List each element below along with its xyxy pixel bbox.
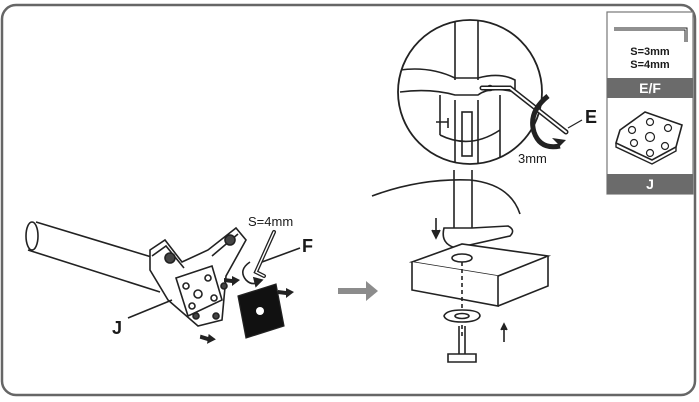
hex-key-size-2: S=4mm <box>630 59 670 71</box>
arm-key-size: S=4mm <box>248 214 293 229</box>
plate-label-bar <box>607 174 693 194</box>
diagram-frame <box>0 3 697 397</box>
arm-bracket-assembly <box>25 221 301 327</box>
rotation-arrow-icon <box>530 94 561 150</box>
hex-key-label-bar <box>607 78 693 98</box>
label-e: E <box>585 107 597 127</box>
step-arrow-icon <box>338 281 378 301</box>
push-arrows <box>199 276 294 344</box>
parts-panel: S=3mm S=4mm E/F J <box>606 11 694 195</box>
mounting-plate-icon <box>615 111 683 165</box>
label-j: J <box>112 318 122 338</box>
detail-magnifier: E 3mm <box>397 19 597 166</box>
clamp-key-size: 3mm <box>518 151 547 166</box>
label-f: F <box>302 236 313 256</box>
hex-key-size-1: S=3mm <box>630 46 670 58</box>
plate-label: J <box>646 176 654 192</box>
hex-key-icon <box>614 27 688 42</box>
hex-key-label: E/F <box>639 80 661 96</box>
desk-clamp-assembly <box>371 170 552 363</box>
adhesive-pad <box>237 283 285 339</box>
